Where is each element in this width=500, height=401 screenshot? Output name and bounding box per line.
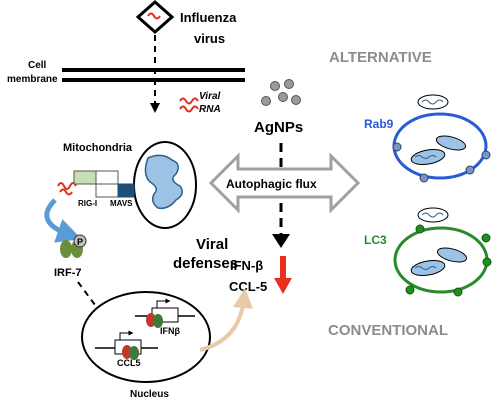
lc3-label: LC3 [364,233,387,247]
autophagosome-icon [393,207,492,297]
membrane-label: membrane [7,74,58,85]
rig-i-label: RIG-I [78,199,97,208]
alternative-label: ALTERNATIVE [329,49,432,66]
nucleus-label: Nucleus [130,389,169,400]
autophagosome-icon [392,94,491,183]
activation-curve-arrow [44,198,82,243]
ccl5-gene [95,330,158,360]
influenza-label: Influenza [180,10,237,25]
viral-rna-label-2: RNA [199,104,221,115]
autophagic-flux-arrow [208,152,361,214]
nanoparticle-icon [261,79,301,106]
ccl5-label: CCL-5 [229,279,267,294]
rna-squiggle-icon [179,97,199,113]
agnps-label: AgNPs [254,119,303,136]
ifnb-gene [135,298,195,328]
decrease-arrow-shaft [280,256,286,280]
rab9-label: Rab9 [364,117,394,131]
viral-rna-label-1: Viral [199,91,221,102]
mitochondrion-icon [133,141,197,229]
conventional-label: CONVENTIONAL [328,322,448,339]
expression-curve-arrow [199,288,254,352]
virus-label: virus [194,31,225,46]
rig-i-block [73,170,97,185]
ccl5-gene-label: CCL5 [117,358,141,368]
rna-squiggle-icon [57,182,77,196]
agnps-down-arrowhead [272,234,290,248]
irf7-label: IRF-7 [54,267,82,279]
mavs-block [95,183,119,198]
autophagic-flux-label: Autophagic flux [226,177,317,191]
ifn-beta-label: IFN-β [230,258,263,273]
nucleus [81,291,211,383]
phosphate-icon: P [73,234,87,248]
virus-diamond-icon [135,0,175,35]
cell-label: Cell [28,60,47,71]
viral-defenses-label-1: Viral [196,236,228,253]
svg-text:P: P [77,237,83,247]
rig-i-block-2 [95,170,119,185]
mitochondria-label: Mitochondria [63,142,133,154]
mavs-label: MAVS [110,199,133,208]
viral-defenses-label-2: defenses [173,255,238,272]
decrease-arrow-head [274,278,292,294]
ifnb-gene-label: IFNβ [160,326,180,336]
mavs-block-dark [117,183,135,198]
